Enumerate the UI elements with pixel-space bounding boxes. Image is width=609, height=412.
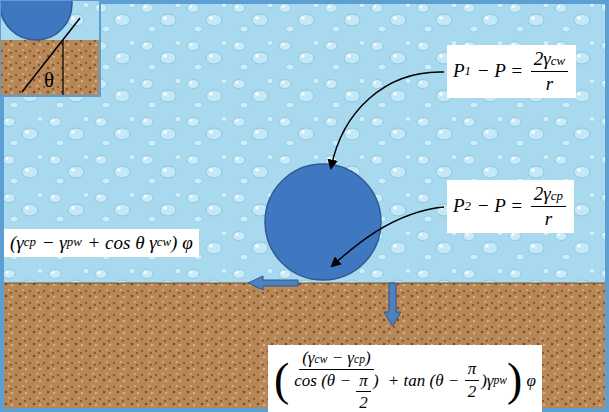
denominator: 2: [465, 381, 480, 402]
formula-term: r: [546, 73, 553, 95]
formula-term: φ: [527, 371, 536, 391]
numerator: (γcw − γcp): [299, 348, 373, 370]
formula-term: − P =: [477, 60, 523, 82]
formula-term: + tan (θ −: [388, 371, 459, 391]
formula-term: − P =: [477, 195, 523, 217]
formula-term: (γ: [10, 232, 24, 254]
formula-term: − γ: [42, 232, 67, 254]
formula-term: ): [373, 371, 379, 391]
numerator: π: [465, 359, 480, 381]
denominator: r: [542, 207, 555, 230]
fraction: 2γcwr: [531, 48, 568, 95]
numerator: 2γcw: [531, 48, 568, 72]
fraction: π2: [356, 371, 371, 412]
denominator: 2: [356, 392, 371, 412]
fraction: π2: [465, 359, 480, 401]
fraction: 2γcpr: [531, 183, 566, 230]
formula-term: r: [545, 208, 552, 230]
formula-term: P: [453, 195, 465, 217]
subscript: 1: [465, 65, 471, 78]
subscript: cp: [551, 190, 563, 203]
denominator: cos (θ −π2): [291, 370, 381, 412]
subscript: 2: [465, 200, 471, 213]
subscript: pw: [67, 236, 82, 249]
formula-term: + cos θ γ: [88, 232, 157, 254]
formula-box: P1− P =2γcwr: [447, 45, 576, 98]
formula-term: (γ: [302, 348, 314, 368]
subscript: cw: [315, 354, 328, 366]
bracket: ): [507, 357, 522, 403]
subscript: cp: [24, 236, 36, 249]
formula-box: ((γcw− γcp)cos (θ −π2)+ tan (θ −π2)γpw)φ: [268, 345, 542, 412]
subscript: pw: [494, 375, 507, 387]
formula-term: ): [365, 348, 371, 368]
formula-box: P2− P =2γcpr: [447, 180, 574, 233]
denominator: r: [543, 72, 556, 95]
fraction: (γcw− γcp)cos (θ −π2): [291, 348, 381, 412]
formula-box: (γcp − γpw + cos θ γcw) φ: [4, 229, 199, 257]
numerator: π: [356, 371, 371, 393]
formula-term: ) φ: [171, 232, 193, 254]
formula-term: )γ: [481, 371, 493, 391]
formula-term: 2γ: [534, 48, 551, 70]
formula-term: cos (θ −: [294, 371, 351, 391]
formula-term: 2: [468, 382, 477, 402]
formula-term: π: [468, 359, 477, 379]
bracket: (: [274, 357, 289, 403]
subscript: cw: [551, 55, 565, 68]
formula-term: π: [359, 371, 368, 391]
numerator: 2γcp: [531, 183, 566, 207]
formula-term: − γ: [332, 348, 354, 368]
formula-term: P: [453, 60, 465, 82]
formula-term: 2: [359, 393, 368, 412]
formula-term: 2γ: [534, 183, 551, 205]
subscript: cp: [354, 354, 365, 366]
angle-label: θ: [44, 70, 54, 91]
subscript: cw: [157, 236, 171, 249]
